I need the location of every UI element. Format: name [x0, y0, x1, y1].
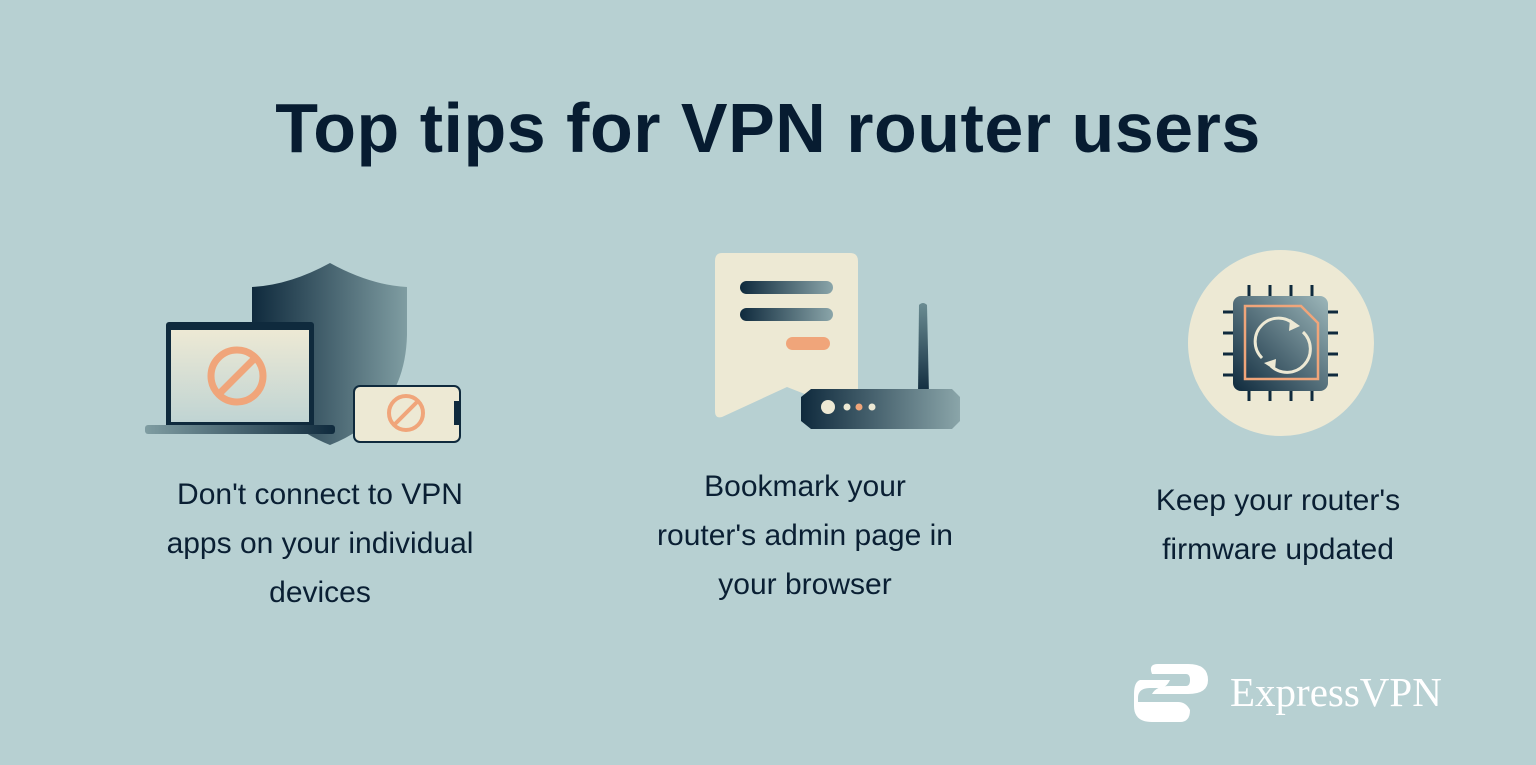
caption-line: devices — [269, 576, 371, 609]
chip-refresh-icon — [1188, 250, 1374, 436]
tip-caption-3: Keep your router's firmware updated — [1088, 476, 1468, 574]
caption-line: Bookmark your — [704, 470, 906, 503]
tip-caption-2: Bookmark your router's admin page in you… — [615, 462, 995, 609]
caption-line: firmware updated — [1162, 533, 1394, 566]
page-title: Top tips for VPN router users — [275, 89, 1261, 167]
caption-line: your browser — [718, 568, 892, 601]
shield-laptop-phone-blocked-icon — [145, 263, 461, 445]
caption-line: apps on your individual — [166, 527, 474, 560]
bookmark-router-icon — [715, 253, 960, 429]
brand-name: ExpressVPN — [1230, 669, 1442, 715]
expressvpn-logo-icon — [1134, 664, 1208, 722]
tip-caption-1: Don't connect to VPN apps on your indivi… — [130, 470, 510, 617]
caption-line: router's admin page in — [657, 519, 953, 552]
caption-line: Don't connect to VPN — [177, 478, 463, 511]
caption-line: Keep your router's — [1155, 484, 1401, 517]
brand-logo: ExpressVPN — [1130, 660, 1442, 724]
